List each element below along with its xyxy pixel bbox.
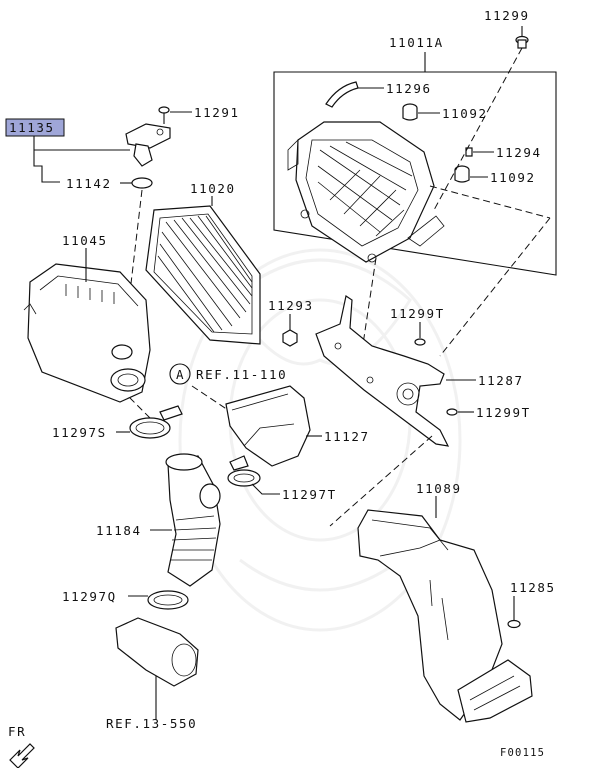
label-11297T: 11297T	[282, 487, 337, 502]
intake-duct-11127	[225, 385, 322, 467]
orientation-label: FR	[8, 724, 26, 739]
label-11285: 11285	[510, 580, 556, 595]
ref-13-550-duct	[115, 617, 199, 720]
label-11092-top: 11092	[442, 106, 488, 121]
label-11287: 11287	[478, 373, 524, 388]
label-11020: 11020	[190, 181, 236, 196]
label-11135-highlight	[5, 118, 65, 137]
label-11293: 11293	[268, 298, 314, 313]
bolt-11285	[507, 596, 521, 629]
bolt-11299T-top	[414, 322, 426, 346]
upper-case-11011A	[287, 121, 445, 263]
air-duct-11089	[357, 496, 533, 723]
label-ref-11-110: REF.11-110	[196, 367, 287, 382]
front-arrow-icon	[9, 743, 35, 768]
lower-case-11045	[23, 248, 151, 403]
clamp-11297T	[227, 455, 280, 495]
watermark	[178, 248, 462, 632]
bracket-11287	[315, 295, 476, 447]
label-11092-bottom: 11092	[490, 170, 536, 185]
airflow-sensor-11135	[125, 123, 171, 167]
screw-11291	[158, 106, 192, 124]
label-11297S: 11297S	[52, 425, 107, 440]
label-11299T-bottom: 11299T	[476, 405, 531, 420]
label-11297Q: 11297Q	[62, 589, 117, 604]
label-11135: 11135	[9, 120, 55, 135]
grommet-11092-bottom	[454, 165, 488, 183]
clamp-11297S	[116, 397, 183, 439]
label-11299: 11299	[484, 8, 530, 23]
bolt-11299T-bottom	[446, 408, 474, 416]
upper-case-group-frame	[273, 52, 557, 276]
label-ref-13-550: REF.13-550	[106, 716, 197, 731]
label-11135-group[interactable]: 11135	[5, 118, 65, 137]
figure-code: F00115	[500, 747, 545, 759]
label-11142: 11142	[66, 176, 112, 191]
label-11291: 11291	[194, 105, 240, 120]
hose-11184	[150, 453, 221, 587]
label-11184: 11184	[96, 523, 142, 538]
bolt-11299	[433, 26, 529, 211]
hose-11296	[325, 81, 384, 108]
grommet-11092-top	[402, 103, 440, 121]
label-11294: 11294	[496, 145, 542, 160]
ref-circle-A	[169, 363, 191, 385]
clip-11294	[465, 147, 494, 157]
label-11127: 11127	[324, 429, 370, 444]
label-11296: 11296	[386, 81, 432, 96]
filter-element-11020	[145, 196, 261, 345]
label-11089: 11089	[416, 481, 462, 496]
label-11011A: 11011A	[389, 35, 444, 50]
label-11045: 11045	[62, 233, 108, 248]
nut-11293	[282, 314, 298, 347]
clamp-11297Q	[128, 590, 189, 610]
label-11299T-top: 11299T	[390, 306, 445, 321]
ref-circle-label: A	[176, 367, 185, 382]
